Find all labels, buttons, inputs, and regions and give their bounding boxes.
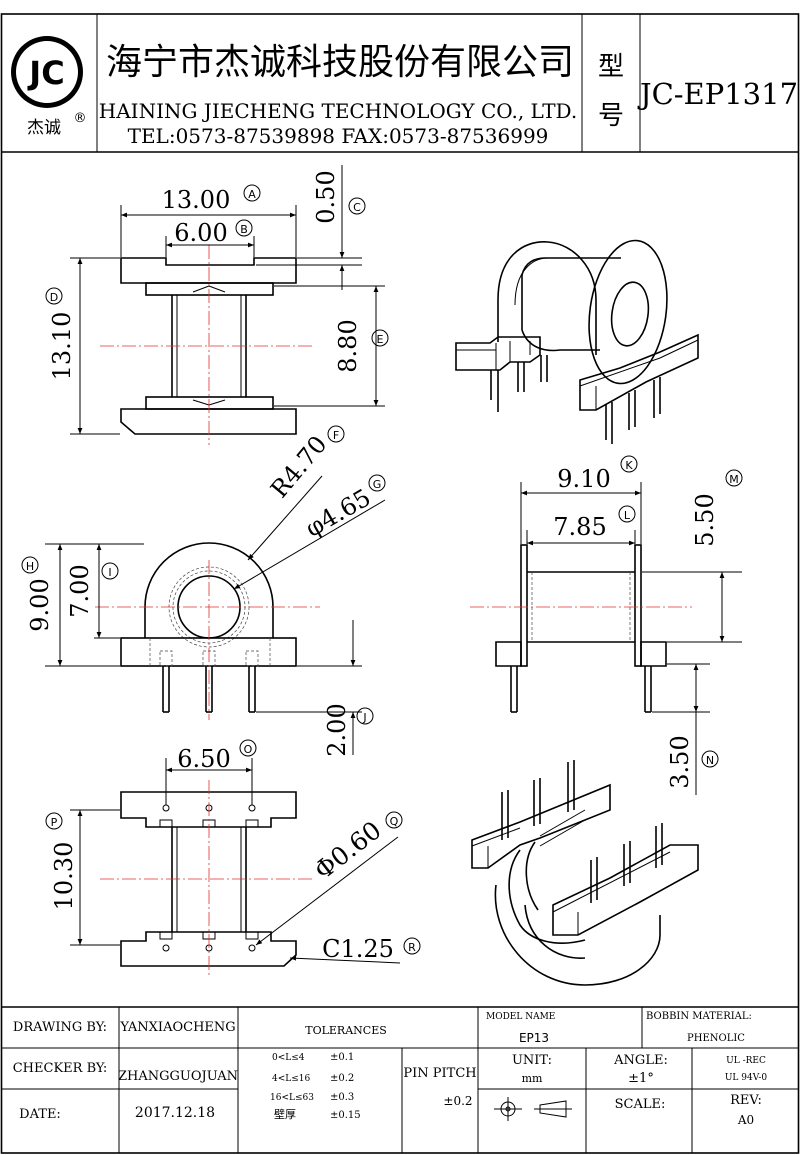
pin-pitch-label: PIN PITCH bbox=[403, 1066, 476, 1081]
svg-text:杰诚: 杰诚 bbox=[27, 118, 61, 138]
dimensions-front-view-top: 13.00 A 6.00 B 0.50 C 13.10 D 8.80 E bbox=[45, 165, 389, 435]
isometric-view-top bbox=[455, 239, 699, 444]
model-name-label: MODEL NAME bbox=[486, 1012, 555, 1022]
date-value: 2017.12.18 bbox=[135, 1105, 215, 1121]
tol-value-2: ±0.2 bbox=[330, 1073, 354, 1084]
dimensions-side-view-circle: R4.70 F φ4.65 G 9.00 H 7.00 I 2.00 J bbox=[21, 425, 386, 757]
dim-j-letter: J bbox=[362, 711, 366, 724]
checker-by-label: CHECKER BY: bbox=[13, 1061, 108, 1076]
side-view-circle bbox=[95, 542, 320, 720]
tolerances-label: TOLERANCES bbox=[305, 1024, 387, 1037]
company-contact: TEL:0573-87539898 FAX:0573-87536999 bbox=[128, 124, 549, 148]
rev-label: REV: bbox=[730, 1093, 762, 1108]
dim-h-value: 9.00 bbox=[26, 578, 54, 631]
side-view-right bbox=[470, 544, 692, 713]
sheet-frame bbox=[0, 13, 800, 1154]
dim-e-letter: E bbox=[377, 333, 384, 346]
title-block: DRAWING BY: YANXIAOCHENG CHECKER BY: ZHA… bbox=[1, 1006, 799, 1153]
dim-o-letter: O bbox=[244, 743, 253, 756]
front-view-top bbox=[100, 245, 315, 445]
model-name-value: EP13 bbox=[519, 1031, 549, 1045]
dim-c-value: 0.50 bbox=[312, 170, 340, 223]
dimensions-side-view-right: 9.10 K 7.85 L 5.50 M 3.50 N bbox=[520, 455, 743, 795]
dim-c-letter: C bbox=[353, 201, 361, 214]
tol-range-1: 0<L≤4 bbox=[272, 1053, 305, 1063]
dim-o-value: 6.50 bbox=[177, 745, 230, 773]
rev-value: A0 bbox=[737, 1113, 754, 1127]
dim-g-value: φ4.65 bbox=[301, 483, 376, 542]
dim-d-letter: D bbox=[50, 291, 58, 304]
dim-a-letter: A bbox=[248, 188, 256, 201]
dim-r-letter: R bbox=[408, 941, 416, 954]
company-name-cn: 海宁市杰诚科技股份有限公司 bbox=[106, 42, 574, 83]
svg-text:JC: JC bbox=[27, 54, 64, 92]
dim-l-value: 7.85 bbox=[553, 513, 606, 541]
tol-value-1: ±0.1 bbox=[330, 1052, 354, 1063]
dim-q-letter: Q bbox=[390, 815, 399, 828]
dim-k-letter: K bbox=[625, 459, 633, 472]
drawing-by-label: DRAWING BY: bbox=[13, 1020, 107, 1035]
dim-n-value: 3.50 bbox=[666, 735, 694, 788]
angle-label: ANGLE: bbox=[613, 1053, 668, 1068]
dim-n-letter: N bbox=[706, 754, 714, 767]
header-block: JC 杰诚 ® 海宁市杰诚科技股份有限公司 HAINING JIECHENG T… bbox=[1, 14, 799, 153]
dim-i-letter: I bbox=[108, 566, 111, 579]
dim-f-value: R4.70 bbox=[265, 430, 332, 503]
tol-range-3: 16<L≤63 bbox=[270, 1093, 314, 1103]
dim-i-value: 7.00 bbox=[66, 564, 94, 617]
dim-e-value: 8.80 bbox=[334, 319, 362, 372]
dim-l-letter: L bbox=[624, 509, 631, 522]
bobbin-material-value: PHENOLIC bbox=[687, 1033, 745, 1044]
dim-j-value: 2.00 bbox=[323, 703, 351, 756]
company-logo: JC 杰诚 ® bbox=[11, 36, 87, 138]
dim-b-value: 6.00 bbox=[174, 219, 227, 247]
tol-value-3: ±0.3 bbox=[330, 1092, 354, 1103]
model-label-1: 型 bbox=[598, 52, 624, 82]
dim-k-value: 9.10 bbox=[557, 465, 610, 493]
dim-b-letter: B bbox=[240, 223, 248, 236]
model-label-2: 号 bbox=[598, 101, 624, 131]
tol-value-4: ±0.15 bbox=[330, 1110, 361, 1121]
scale-label: SCALE: bbox=[615, 1097, 666, 1112]
dimensions-bottom-view: 6.50 O 10.30 P Φ0.60 Q C1.25 R bbox=[45, 739, 421, 964]
dim-p-letter: P bbox=[51, 816, 58, 829]
checker-by-value: ZHANGGUOJUAN bbox=[118, 1069, 238, 1084]
pin-pitch-value: ±0.2 bbox=[443, 1094, 472, 1108]
dim-h-letter: H bbox=[26, 560, 34, 573]
tol-range-2: 4<L≤16 bbox=[272, 1074, 311, 1084]
dim-a-value: 13.00 bbox=[162, 186, 231, 214]
bobbin-material-label: BOBBIN MATERIAL: bbox=[646, 1011, 752, 1022]
dim-p-value: 10.30 bbox=[50, 842, 78, 911]
model-number: JC-EP1317 bbox=[637, 77, 798, 111]
dim-d-value: 13.10 bbox=[48, 312, 76, 381]
dim-m-value: 5.50 bbox=[691, 493, 719, 546]
company-name-en: HAINING JIECHENG TECHNOLOGY CO., LTD. bbox=[99, 99, 577, 123]
angle-value: ±1° bbox=[628, 1071, 654, 1086]
unit-label: UNIT: bbox=[512, 1053, 552, 1068]
dim-r-value: C1.25 bbox=[322, 935, 394, 963]
dim-m-letter: M bbox=[729, 473, 739, 486]
isometric-view-bottom bbox=[471, 760, 699, 986]
dim-g-letter: G bbox=[373, 478, 382, 491]
svg-text:®: ® bbox=[74, 111, 87, 126]
date-label: DATE: bbox=[19, 1107, 61, 1122]
dim-f-letter: F bbox=[333, 429, 339, 442]
drawing-by-value: YANXIAOCHENG bbox=[119, 1020, 235, 1035]
ul-94v0: UL 94V-0 bbox=[725, 1073, 768, 1083]
ul-rec: UL -REC bbox=[726, 1056, 766, 1066]
unit-value: mm bbox=[522, 1072, 543, 1085]
tol-range-4: 壁厚 bbox=[274, 1107, 296, 1121]
bottom-view bbox=[100, 780, 315, 975]
projection-symbol-icon bbox=[494, 1097, 572, 1121]
